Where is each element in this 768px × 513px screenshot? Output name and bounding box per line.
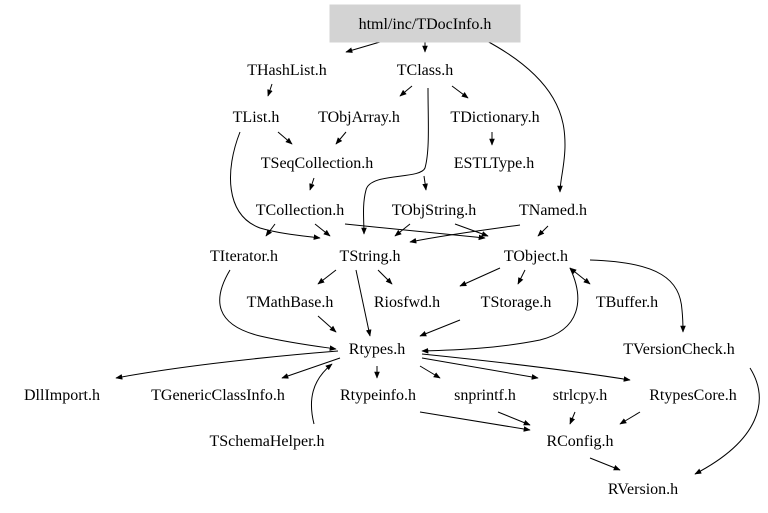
edge-tobject-rtypes xyxy=(421,267,579,354)
nodes: THashList.h TClass.h TList.h TObjArray.h… xyxy=(24,62,737,498)
node-tdictionary: TDictionary.h xyxy=(450,109,539,126)
node-tgenericclassinfo: TGenericClassInfo.h xyxy=(151,387,285,404)
edge-rtypeinfo-rconfig xyxy=(419,411,531,432)
node-tstorage: TStorage.h xyxy=(481,294,552,311)
node-tobjstring: TObjString.h xyxy=(392,202,477,219)
node-titerator: TIterator.h xyxy=(210,248,278,265)
edge-rtypes-dllimport xyxy=(115,350,339,380)
node-dllimport: DllImport.h xyxy=(24,387,100,404)
edge-tnamed-tobject xyxy=(537,225,549,237)
edge-tversioncheck-rversion xyxy=(694,367,760,475)
node-tclass: TClass.h xyxy=(397,62,453,79)
edge-rtypes-strlcpy xyxy=(421,357,539,380)
edge-tlist-tseqcollection xyxy=(277,131,293,145)
edge-thashlist-tlist xyxy=(267,83,273,97)
node-tmathbase: TMathBase.h xyxy=(247,294,334,311)
edge-tstring-rtypes xyxy=(355,269,372,337)
edge-tobjstring-tstring xyxy=(394,223,411,237)
edge-tmathbase-rtypes xyxy=(317,315,337,333)
edge-tstring-tmathbase xyxy=(317,269,337,285)
edge-tdocinfo-tnamed xyxy=(484,39,566,193)
node-rtypescore: RtypesCore.h xyxy=(649,387,737,404)
node-tversioncheck: TVersionCheck.h xyxy=(623,341,735,358)
edge-rtypescore-rconfig xyxy=(619,411,641,425)
edge-rtypes-rtypescore xyxy=(421,353,631,382)
edge-tcollection-titerator xyxy=(265,223,276,237)
edge-tobject-tbuffer xyxy=(569,267,591,285)
edge-titerator-rtypes xyxy=(219,269,337,351)
edge-tobject-tversioncheck xyxy=(589,259,686,333)
edge-tdocinfo-thashlist xyxy=(345,41,381,53)
edge-tclass-tobjarray xyxy=(399,85,413,97)
edge-rconfig-rversion xyxy=(589,457,621,471)
edge-tobject-riosfwd xyxy=(459,267,501,287)
node-rversion: RVersion.h xyxy=(608,481,678,498)
edge-rtypes-snprintf xyxy=(419,365,441,379)
node-tseqcollection: TSeqCollection.h xyxy=(261,155,373,172)
node-tdocinfo: html/inc/TDocInfo.h xyxy=(329,4,521,43)
node-tobjarray: TObjArray.h xyxy=(318,109,400,126)
node-tstring: TString.h xyxy=(340,248,401,265)
edge-tlist-tstring xyxy=(230,131,321,240)
node-tnamed: TNamed.h xyxy=(519,202,587,219)
node-thashlist: THashList.h xyxy=(247,62,327,79)
edge-tnamed-tstring xyxy=(409,224,521,244)
root-node-box xyxy=(329,4,521,43)
node-tlist: TList.h xyxy=(233,109,280,126)
node-estltype: ESTLType.h xyxy=(454,155,535,172)
node-snprintf: snprintf.h xyxy=(454,387,516,404)
node-tbuffer: TBuffer.h xyxy=(596,294,658,311)
node-rconfig: RConfig.h xyxy=(546,433,613,450)
node-riosfwd: Riosfwd.h xyxy=(374,294,440,311)
edge-strlcpy-rconfig xyxy=(569,411,576,425)
node-rtypes: Rtypes.h xyxy=(349,341,405,358)
edges xyxy=(115,39,760,475)
node-tobject: TObject.h xyxy=(504,248,568,265)
edge-tobject-tstorage xyxy=(517,269,526,285)
edge-tseqcollection-tcollection xyxy=(309,177,315,191)
edge-tstorage-rtypes xyxy=(419,319,461,337)
root-node-label: html/inc/TDocInfo.h xyxy=(359,16,492,33)
edge-tclass-tstring xyxy=(361,87,429,235)
edge-tobjstring-tobject xyxy=(454,223,489,237)
edge-tcollection-tobject xyxy=(344,223,486,241)
node-tschemahelper: TSchemaHelper.h xyxy=(209,433,324,450)
edge-tstring-riosfwd xyxy=(377,269,393,285)
edge-tclass-tdictionary xyxy=(451,85,469,99)
edge-tobjarray-tseqcollection xyxy=(335,131,347,145)
edge-tclass-tobjstring xyxy=(422,175,428,191)
node-strlcpy: strlcpy.h xyxy=(553,387,608,404)
edge-tcollection-tstring xyxy=(314,223,331,237)
node-tcollection: TCollection.h xyxy=(256,202,344,219)
edge-tschemahelper-rtypes xyxy=(311,363,333,425)
edge-snprintf-rconfig xyxy=(497,411,531,426)
edge-rtypes-tgenericclassinfo xyxy=(281,357,341,379)
node-rtypeinfo: Rtypeinfo.h xyxy=(340,387,416,404)
